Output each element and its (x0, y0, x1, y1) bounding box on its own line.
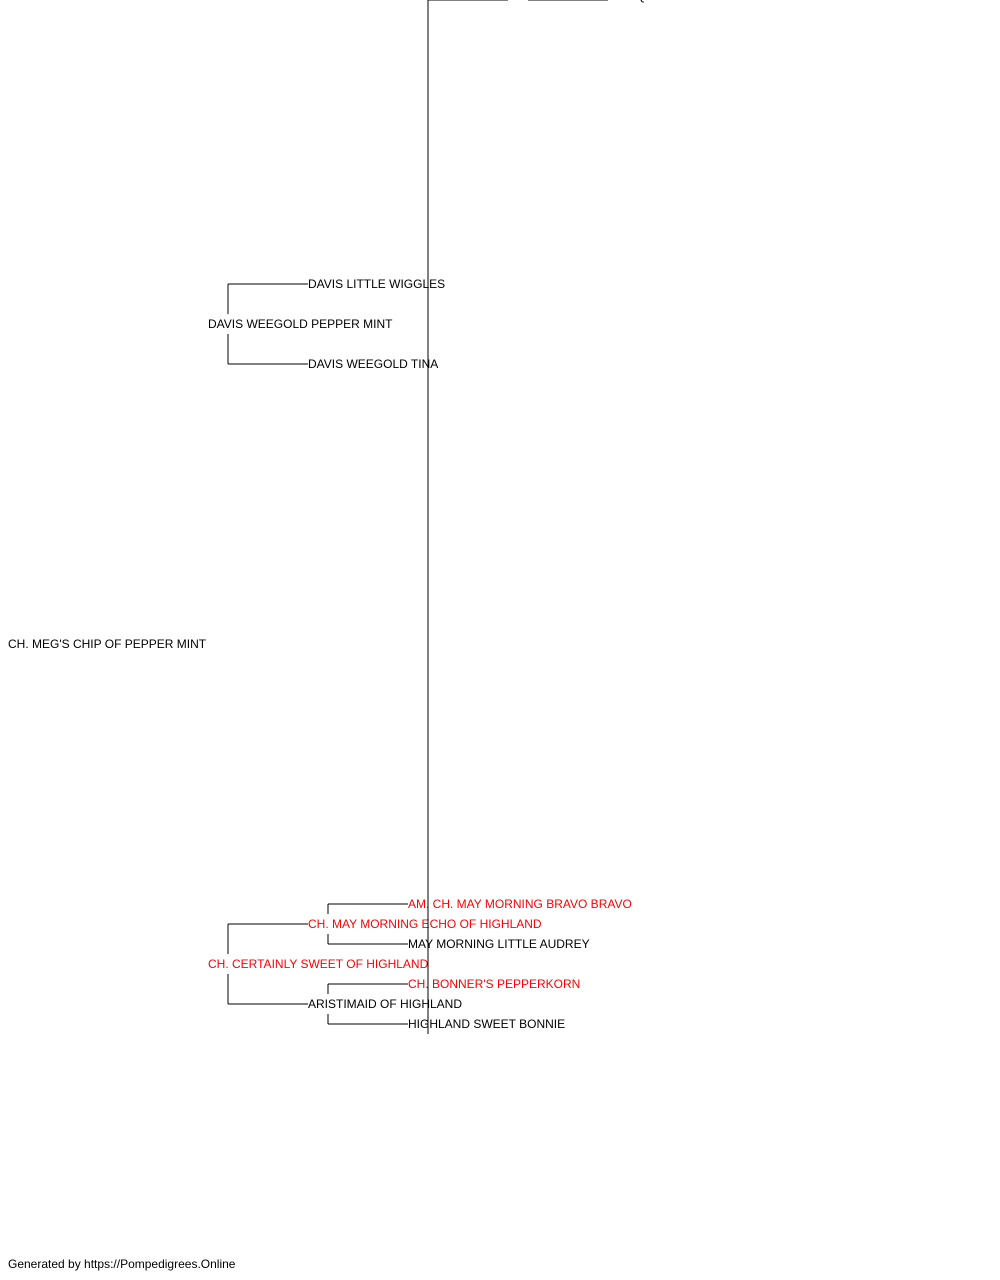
pedigree-name-dam-dam-dam-sire-dam[interactable]: CH. PEARL'S GRAND RAPID GIRL (608, 0, 800, 3)
pedigree-name-dam-sire[interactable]: CH. MAY MORNING ECHO OF HIGHLAND (308, 917, 542, 931)
pedigree-name-sire[interactable]: DAVIS WEEGOLD PEPPER MINT (208, 317, 393, 331)
pedigree-name-dam-dam-dam-sire[interactable]: CHILIBEAN'S VELVET CHIPPER (508, 0, 687, 3)
pedigree-name-dam-dam-sire-sire[interactable]: AM. CH. ARISTIC WEE PEPPER POD ROMX (508, 0, 755, 3)
pedigree-name-dam-sire-sire-dam-dam[interactable]: MAY MORNING WALTZING MATILDA (608, 0, 813, 3)
pedigree-name-dam[interactable]: CH. CERTAINLY SWEET OF HIGHLAND (208, 957, 429, 971)
pedigree-name-dam-dam-sire-sire-sire[interactable]: ARISTIC WEE WON'S PEPPER (608, 0, 781, 3)
pedigree-name-dam-dam-sire-sire-dam[interactable]: ARISTIC LITTLE MISS CHEERFUL (608, 0, 799, 3)
pedigree-name-sire-dam[interactable]: DAVIS WEEGOLD TINA (308, 357, 438, 371)
pedigree-name-dam-sire-dam-sire[interactable]: AM. CH. BLAIR'S SOLITAIRE (508, 0, 667, 3)
pedigree-name-dam-sire-dam-dam[interactable]: POMWIN BUSYBODY (508, 0, 629, 3)
pedigree-name-dam-dam-dam-dam[interactable]: MCCUTCHAN'S DONNA SUE (508, 0, 670, 3)
pedigree-name-dam-sire-sire-sire-sire[interactable]: AM. CH. THELCOLYNN'S SHOWSTOPPER (608, 0, 845, 3)
pedigree-name-dam-sire-dam-dam-sire[interactable]: POMWIN TIGIE (608, 0, 693, 3)
pedigree-name-dam-sire-sire-sire[interactable]: AM. CH. BLAIR'S SOLITAIRE (508, 0, 667, 3)
pedigree-name-subject[interactable]: CH. MEG'S CHIP OF PEPPER MINT (8, 637, 207, 651)
pedigree-name-dam-sire-dam-sire-dam[interactable]: BLAIR'S ADORABLE BIT O'GOLD ROM (608, 0, 823, 3)
pedigree-name-dam-dam[interactable]: ARISTIMAID OF HIGHLAND (308, 997, 462, 1011)
pedigree-name-dam-sire-sire-dam-sire[interactable]: CH.AM. CH. PIXIETOWN SERENADE OF HADLEIG… (608, 0, 930, 3)
pedigree-name-dam-sire-sire-sire-dam[interactable]: BLAIR'S ADORABLE BIT O'GOLD ROM (608, 0, 823, 3)
pedigree-name-dam-dam-dam-sire-sire[interactable]: AM. CH. ARISTIC CHILIBEAN (608, 0, 770, 3)
pedigree-name-dam-dam-sire-dam-sire[interactable]: AM. CH. ARISTIC CHILI KING (608, 0, 770, 3)
pedigree-name-dam-sire-sire-dam[interactable]: MAY MORNING SUZIE Q (508, 0, 646, 3)
pedigree-name-dam-dam-sire-dam-dam[interactable]: ARISTIC LITTLE CUTE FACE (608, 0, 769, 3)
pedigree-name-dam-sire-dam-dam-dam[interactable]: MODEL'S LADY ETHEL (608, 0, 738, 3)
pedigree-name-dam-dam-sire-dam[interactable]: AM. CH. ARISTIC MIGHTY CUTE ROM (508, 0, 720, 3)
pedigree-name-dam-dam-sire[interactable]: CH. BONNER'S PEPPERKORN (408, 977, 580, 991)
pedigree-tree: CH. MEG'S CHIP OF PEPPER MINT DAVIS WEEGO… (8, 0, 930, 1034)
pedigree-name-dam-sire-sire[interactable]: AM. CH. MAY MORNING BRAVO BRAVO (408, 897, 632, 911)
pedigree-name-sire-sire[interactable]: DAVIS LITTLE WIGGLES (308, 277, 445, 291)
footer-credit: Generated by https://Pompedigrees.Online (8, 1257, 236, 1271)
pedigree-name-dam-sire-dam[interactable]: MAY MORNING LITTLE AUDREY (408, 937, 590, 951)
pedigree-name-dam-sire-dam-sire-sire[interactable]: AM. CH. THELCOLYNN'S SHOWSTOPPER (608, 0, 845, 3)
pedigree-name-dam-dam-dam[interactable]: HIGHLAND SWEET BONNIE (408, 1017, 565, 1031)
